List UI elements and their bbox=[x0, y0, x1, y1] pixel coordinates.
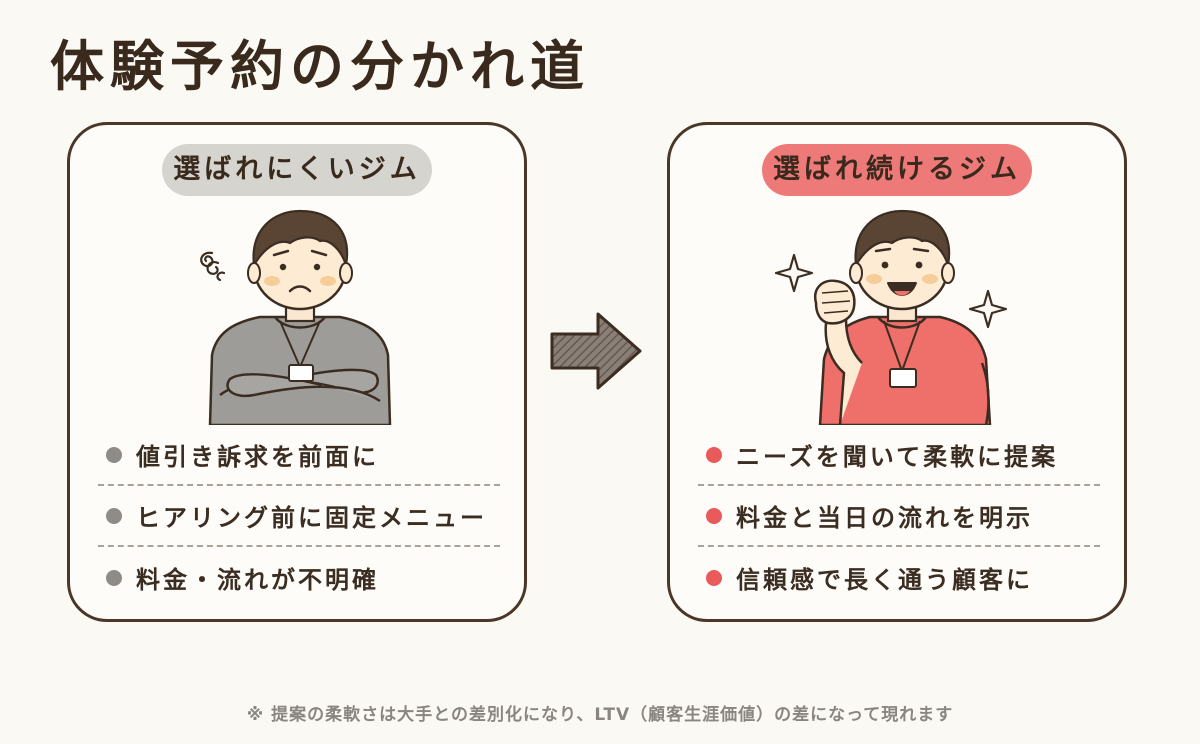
chosen-gym-panel: 選ばれ続けるジム bbox=[667, 122, 1127, 622]
list-item-text: ニーズを聞いて柔軟に提案 bbox=[736, 443, 1059, 471]
list-item: 料金と当日の流れを明示 bbox=[698, 486, 1100, 547]
bullet-dot bbox=[106, 446, 122, 463]
list-item: 値引き訴求を前面に bbox=[98, 425, 500, 486]
list-item: ヒアリング前に固定メニュー bbox=[98, 486, 500, 547]
sparkle-icon bbox=[968, 289, 1008, 329]
unchosen-gym-list: 値引き訴求を前面に ヒアリング前に固定メニュー 料金・流れが不明確 bbox=[98, 425, 500, 608]
bullet-dot bbox=[106, 569, 122, 586]
page-title: 体験予約の分かれ道 bbox=[50, 35, 590, 98]
list-item: 信頼感で長く通う顧客に bbox=[698, 547, 1100, 608]
arrow-right-icon bbox=[550, 312, 642, 390]
list-item-text: ヒアリング前に固定メニュー bbox=[136, 504, 487, 532]
list-item-text: 料金・流れが不明確 bbox=[136, 566, 379, 594]
worried-staff-illustration bbox=[200, 209, 392, 425]
list-item: 料金・流れが不明確 bbox=[98, 547, 500, 608]
unchosen-gym-heading: 選ばれにくいジム bbox=[162, 144, 432, 196]
list-item-text: 信頼感で長く通う顧客に bbox=[736, 566, 1033, 594]
footnote: ※ 提案の柔軟さは大手との差別化になり、LTV（顧客生涯価値）の差になって現れま… bbox=[246, 705, 954, 725]
list-item: ニーズを聞いて柔軟に提案 bbox=[698, 425, 1100, 486]
chosen-gym-list: ニーズを聞いて柔軟に提案 料金と当日の流れを明示 信頼感で長く通う顧客に bbox=[698, 425, 1100, 608]
bullet-dot bbox=[706, 507, 722, 524]
bullet-dot bbox=[706, 446, 722, 463]
chosen-gym-heading: 選ばれ続けるジム bbox=[762, 144, 1032, 196]
bullet-dot bbox=[706, 569, 722, 586]
confused-swirl-icon bbox=[200, 251, 226, 282]
happy-staff-illustration bbox=[774, 209, 1008, 425]
sparkle-icon bbox=[774, 253, 814, 293]
list-item-text: 値引き訴求を前面に bbox=[136, 443, 379, 471]
bullet-dot bbox=[106, 507, 122, 524]
list-item-text: 料金と当日の流れを明示 bbox=[736, 504, 1033, 532]
unchosen-gym-panel: 選ばれにくいジム bbox=[67, 122, 527, 622]
